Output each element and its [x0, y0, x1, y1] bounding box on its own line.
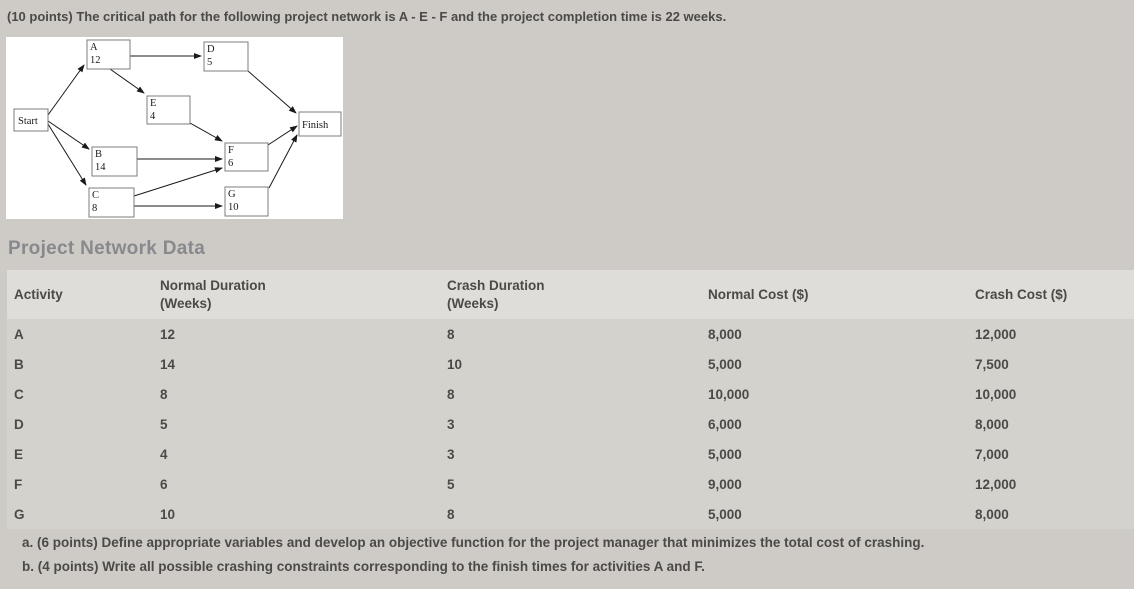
cell-normal-duration: 12	[160, 326, 176, 342]
node-finish-label: Finish	[302, 120, 329, 131]
edge-a-e	[109, 68, 145, 94]
cell-normal-cost: 6,000	[708, 416, 742, 432]
cell-normal-duration: 10	[160, 506, 176, 522]
cell-crash-cost: 10,000	[975, 386, 1017, 402]
cell-crash-cost: 8,000	[975, 506, 1009, 522]
cell-normal-cost: 10,000	[708, 386, 750, 402]
node-f: F 6	[224, 142, 269, 172]
node-d-duration: 5	[207, 57, 212, 68]
node-e-id: E	[150, 98, 156, 109]
cell-crash-cost: 12,000	[975, 476, 1017, 492]
cell-crash-duration: 5	[447, 476, 455, 492]
cell-normal-cost: 5,000	[708, 446, 742, 462]
node-e: E 4	[146, 95, 191, 125]
node-a: A 12	[86, 39, 131, 70]
cell-normal-duration: 14	[160, 356, 176, 372]
subquestion-b: b. (4 points) Write all possible crashin…	[22, 559, 705, 574]
table-header-row: Activity Normal Duration (Weeks) Crash D…	[7, 270, 1134, 319]
cell-normal-duration: 6	[160, 476, 168, 492]
node-start: Start	[13, 108, 49, 132]
cell-crash-duration: 8	[447, 506, 455, 522]
header-normal-duration: Normal Duration (Weeks)	[160, 277, 266, 311]
cell-normal-cost: 8,000	[708, 326, 742, 342]
project-network-diagram: Start A 12 D 5 E 4 B 14 F 6 C	[6, 37, 343, 219]
node-b-duration: 14	[95, 162, 106, 173]
header-normal-cost: Normal Cost ($)	[708, 287, 809, 302]
table-row-g: G 10 8 5,000 8,000	[7, 499, 1134, 529]
cell-crash-duration: 8	[447, 326, 455, 342]
edge-f-finish	[267, 125, 298, 146]
edge-start-a	[47, 64, 85, 116]
table-row-e: E 4 3 5,000 7,000	[7, 439, 1134, 469]
edge-g-finish	[268, 134, 298, 189]
edge-d-finish	[247, 70, 297, 114]
cell-activity: E	[14, 446, 24, 462]
cell-activity: F	[14, 476, 23, 492]
header-crash-duration: Crash Duration (Weeks)	[447, 277, 545, 311]
cell-normal-duration: 4	[160, 446, 168, 462]
cell-crash-cost: 7,000	[975, 446, 1009, 462]
edge-start-b	[47, 120, 90, 150]
cell-normal-cost: 5,000	[708, 356, 742, 372]
node-f-id: F	[228, 145, 234, 156]
cell-crash-cost: 7,500	[975, 356, 1009, 372]
edge-e-f	[189, 122, 223, 142]
network-svg: Start A 12 D 5 E 4 B 14 F 6 C	[13, 39, 342, 218]
cell-crash-duration: 10	[447, 356, 463, 372]
cell-crash-duration: 3	[447, 446, 455, 462]
cell-normal-cost: 9,000	[708, 476, 742, 492]
node-d-id: D	[207, 44, 215, 55]
cell-activity: B	[14, 356, 24, 372]
question-text: (10 points) The critical path for the fo…	[7, 9, 727, 24]
node-finish: Finish	[298, 111, 342, 137]
cell-crash-cost: 12,000	[975, 326, 1017, 342]
node-f-duration: 6	[228, 158, 233, 169]
node-b-id: B	[95, 149, 102, 160]
cell-crash-duration: 8	[447, 386, 455, 402]
cell-activity: C	[14, 386, 24, 402]
cell-activity: G	[14, 506, 25, 522]
edge-start-c	[47, 123, 87, 186]
cell-crash-duration: 3	[447, 416, 455, 432]
node-g-id: G	[228, 189, 236, 200]
node-e-duration: 4	[150, 111, 156, 122]
table-row-c: C 8 8 10,000 10,000	[7, 379, 1134, 409]
table-row-a: A 12 8 8,000 12,000	[7, 319, 1134, 349]
node-g-duration: 10	[228, 202, 239, 213]
cell-activity: D	[14, 416, 24, 432]
node-a-id: A	[90, 42, 98, 53]
cell-normal-cost: 5,000	[708, 506, 742, 522]
header-activity: Activity	[14, 287, 63, 302]
cell-crash-cost: 8,000	[975, 416, 1009, 432]
node-g: G 10	[224, 186, 269, 217]
node-b: B 14	[91, 146, 138, 177]
project-data-table: Activity Normal Duration (Weeks) Crash D…	[7, 270, 1134, 529]
cell-normal-duration: 5	[160, 416, 168, 432]
header-crash-cost: Crash Cost ($)	[975, 287, 1068, 302]
node-a-duration: 12	[90, 55, 101, 66]
edge-c-f	[133, 167, 223, 197]
node-start-label: Start	[18, 116, 38, 127]
table-row-f: F 6 5 9,000 12,000	[7, 469, 1134, 499]
cell-normal-duration: 8	[160, 386, 168, 402]
node-d: D 5	[203, 41, 249, 72]
section-title: Project Network Data	[8, 238, 206, 259]
node-c-duration: 8	[92, 203, 97, 214]
subquestion-a: a. (6 points) Define appropriate variabl…	[22, 535, 925, 550]
table-row-d: D 5 3 6,000 8,000	[7, 409, 1134, 439]
node-c: C 8	[88, 187, 135, 218]
table-row-b: B 14 10 5,000 7,500	[7, 349, 1134, 379]
node-c-id: C	[92, 190, 99, 201]
cell-activity: A	[14, 326, 24, 342]
